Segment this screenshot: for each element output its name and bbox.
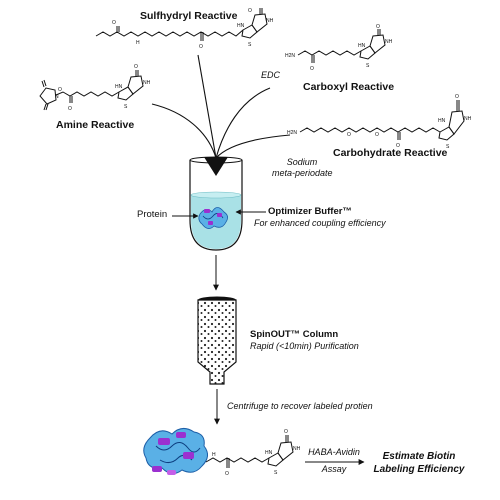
- svg-text:O: O: [68, 106, 72, 112]
- svg-text:HN: HN: [438, 118, 446, 124]
- result-label-line2: Labeling Efficiency: [373, 464, 465, 475]
- svg-text:S: S: [124, 104, 128, 110]
- optimizer-buffer-label: Optimizer Buffer™: [268, 206, 352, 217]
- svg-text:H2N: H2N: [287, 130, 297, 136]
- optimizer-buffer-note: For enhanced coupling efficiency: [254, 218, 386, 228]
- svg-text:NH: NH: [464, 116, 472, 122]
- spinout-column-note: Rapid (<10min) Purification: [250, 341, 359, 351]
- svg-text:O: O: [112, 20, 116, 26]
- assay-label-line1: HABA-Avidin: [308, 447, 360, 457]
- reaction-arrowhead: [204, 157, 228, 176]
- svg-text:O: O: [58, 87, 62, 93]
- svg-text:S: S: [446, 144, 450, 150]
- reaction-arrows: [151, 54, 291, 159]
- svg-text:O: O: [396, 143, 400, 149]
- svg-text:NH: NH: [266, 18, 274, 24]
- result-label-line1: Estimate Biotin: [382, 451, 456, 462]
- svg-text:S: S: [248, 42, 252, 48]
- protein-label: Protein: [137, 209, 168, 220]
- centrifuge-step-label: Centrifuge to recover labeled protien: [227, 401, 373, 411]
- svg-text:O: O: [199, 44, 203, 50]
- svg-text:O: O: [310, 66, 314, 72]
- carbohydrate-reagent-structure: [299, 100, 465, 141]
- svg-text:O: O: [376, 24, 380, 30]
- periodate-label-line1: Sodium: [286, 157, 318, 167]
- carbohydrate-reactive-label: Carbohydrate Reactive: [333, 147, 448, 159]
- periodate-label-line2: meta-periodate: [272, 168, 333, 178]
- svg-text:O: O: [455, 94, 459, 100]
- svg-text:NH: NH: [293, 446, 301, 452]
- protein-in-tube: [198, 207, 228, 229]
- svg-text:O: O: [284, 429, 288, 435]
- edc-label: EDC: [261, 70, 281, 80]
- svg-text:HN: HN: [358, 43, 366, 49]
- amine-reactive-label: Amine Reactive: [56, 119, 135, 131]
- spinout-column: [197, 296, 237, 385]
- amine-reagent-structure: [39, 70, 144, 111]
- svg-text:S: S: [274, 470, 278, 476]
- svg-text:HN: HN: [265, 450, 273, 456]
- svg-text:O: O: [225, 471, 229, 477]
- carboxyl-reagent-structure: [297, 29, 386, 63]
- svg-text:HN: HN: [115, 84, 123, 90]
- sulfhydryl-reagent-structure: [95, 8, 268, 41]
- svg-text:O: O: [375, 132, 379, 138]
- svg-text:H: H: [212, 452, 216, 458]
- svg-text:H2N: H2N: [285, 53, 295, 59]
- labeled-protein: [143, 428, 208, 475]
- svg-text:NH: NH: [385, 39, 393, 45]
- assay-label-line2: Assay: [321, 464, 347, 474]
- biotin-label-structure: [205, 435, 294, 468]
- svg-text:S: S: [366, 63, 370, 69]
- sulfhydryl-reactive-label: Sulfhydryl Reactive: [140, 10, 238, 22]
- svg-text:O: O: [134, 64, 138, 70]
- svg-text:O: O: [248, 8, 252, 14]
- carboxyl-reactive-label: Carboxyl Reactive: [303, 81, 395, 93]
- svg-text:O: O: [347, 132, 351, 138]
- svg-text:HN: HN: [237, 23, 245, 29]
- spinout-column-label: SpinOUT™ Column: [250, 329, 339, 340]
- svg-text:H: H: [136, 40, 140, 46]
- svg-text:NH: NH: [143, 80, 151, 86]
- svg-text:N: N: [55, 94, 59, 100]
